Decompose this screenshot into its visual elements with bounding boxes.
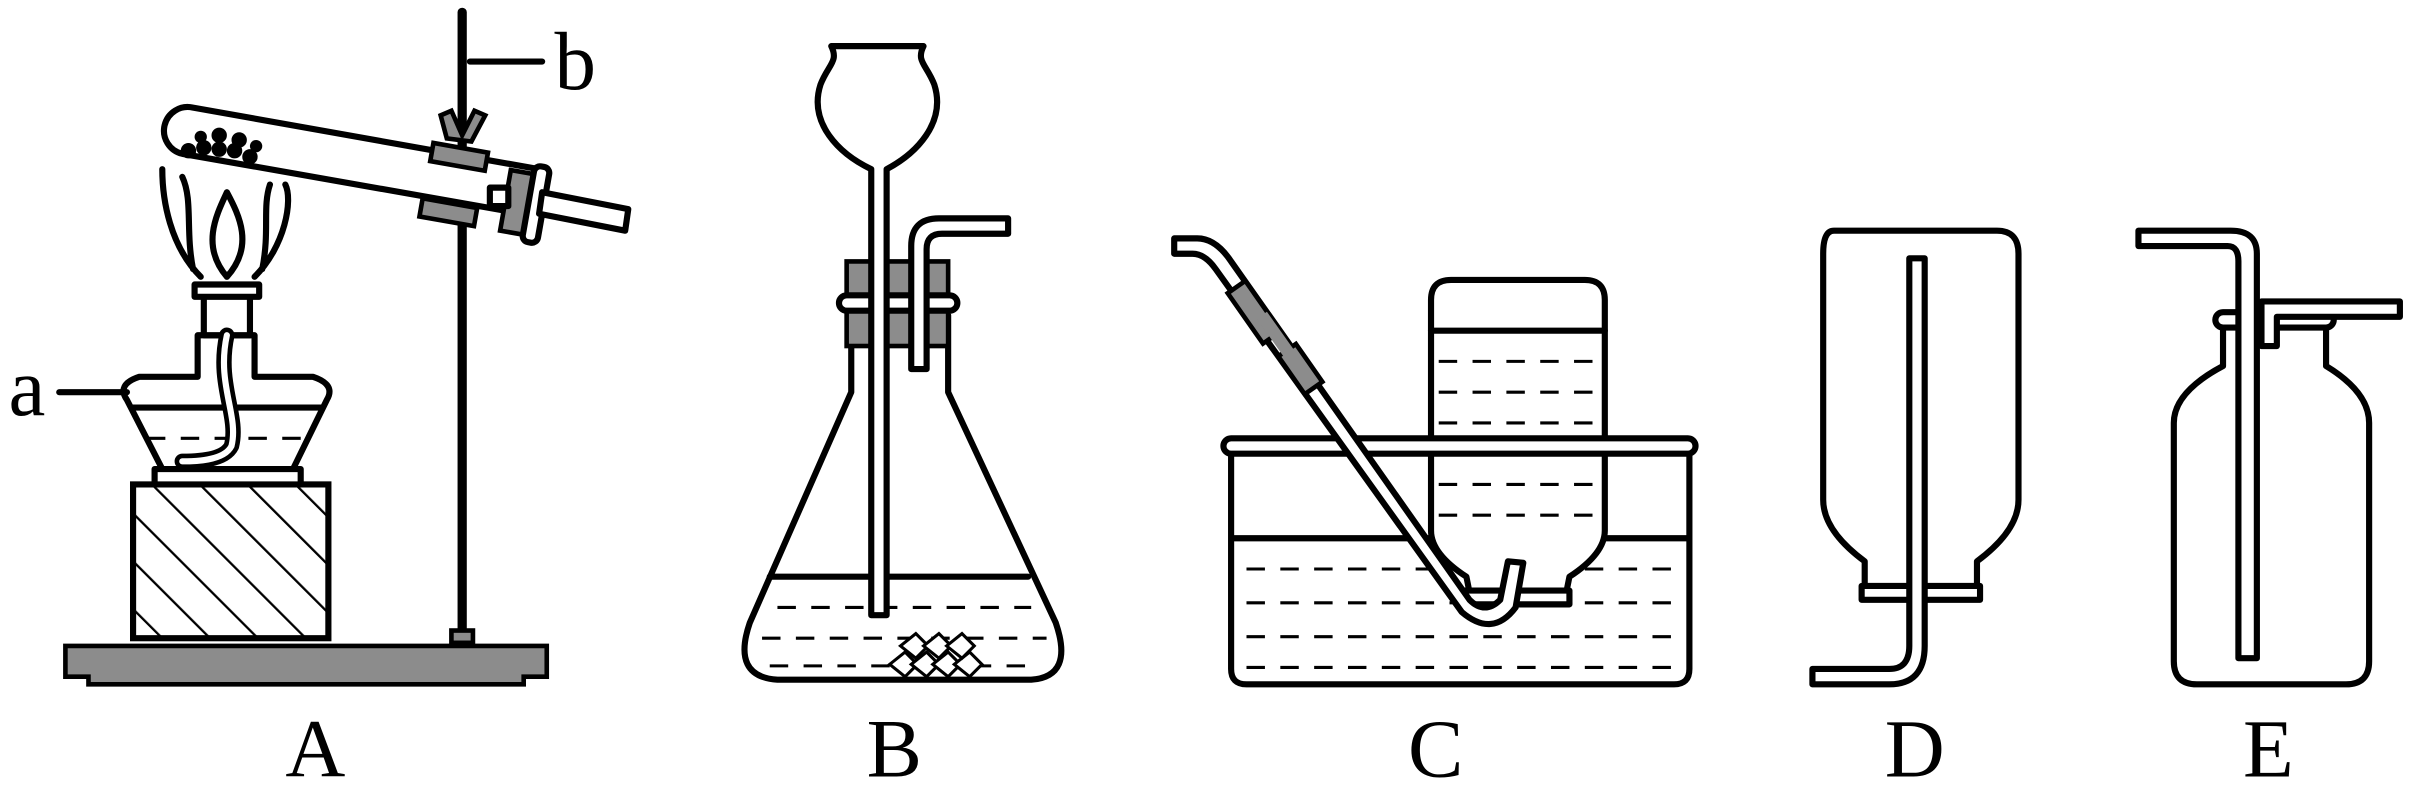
wide-mouth-bottle — [2170, 322, 2373, 688]
label-E: E — [2243, 703, 2294, 792]
apparatus-c-water-collection: C — [1171, 235, 1699, 792]
delivery-tube — [908, 215, 1012, 373]
iron-stand-base — [63, 643, 550, 687]
apparatus-b-erlenmeyer-with-funnel: B — [741, 43, 1065, 792]
label-A: A — [285, 703, 345, 792]
apparatus-e-gas-washing-bottle: E — [2135, 227, 2403, 792]
long-inlet-tube — [2135, 227, 2260, 662]
clamp-top — [427, 140, 491, 174]
apparatus-d-inverted-bottle: D — [1809, 227, 2022, 792]
short-outlet-tube — [2258, 298, 2403, 350]
label-D: D — [1885, 703, 1945, 792]
wooden-block — [129, 481, 332, 642]
clamp-bottom — [416, 195, 480, 229]
label-B: B — [867, 703, 922, 792]
flame — [209, 189, 246, 280]
solid-pieces — [887, 631, 985, 679]
delivery-tube — [1171, 235, 1527, 628]
apparatus-a-heating-setup: b a A — [9, 7, 632, 792]
erlenmeyer-flask — [741, 312, 1065, 683]
delivery-tube — [535, 189, 632, 234]
label-C: C — [1408, 703, 1463, 792]
label-a: a — [9, 341, 46, 433]
clamp-screw — [437, 107, 489, 144]
long-tube — [1809, 255, 1928, 688]
label-b: b — [554, 15, 596, 107]
thistle-funnel — [814, 43, 941, 619]
trough-rim — [1220, 435, 1699, 457]
solid-reactant — [180, 127, 263, 165]
